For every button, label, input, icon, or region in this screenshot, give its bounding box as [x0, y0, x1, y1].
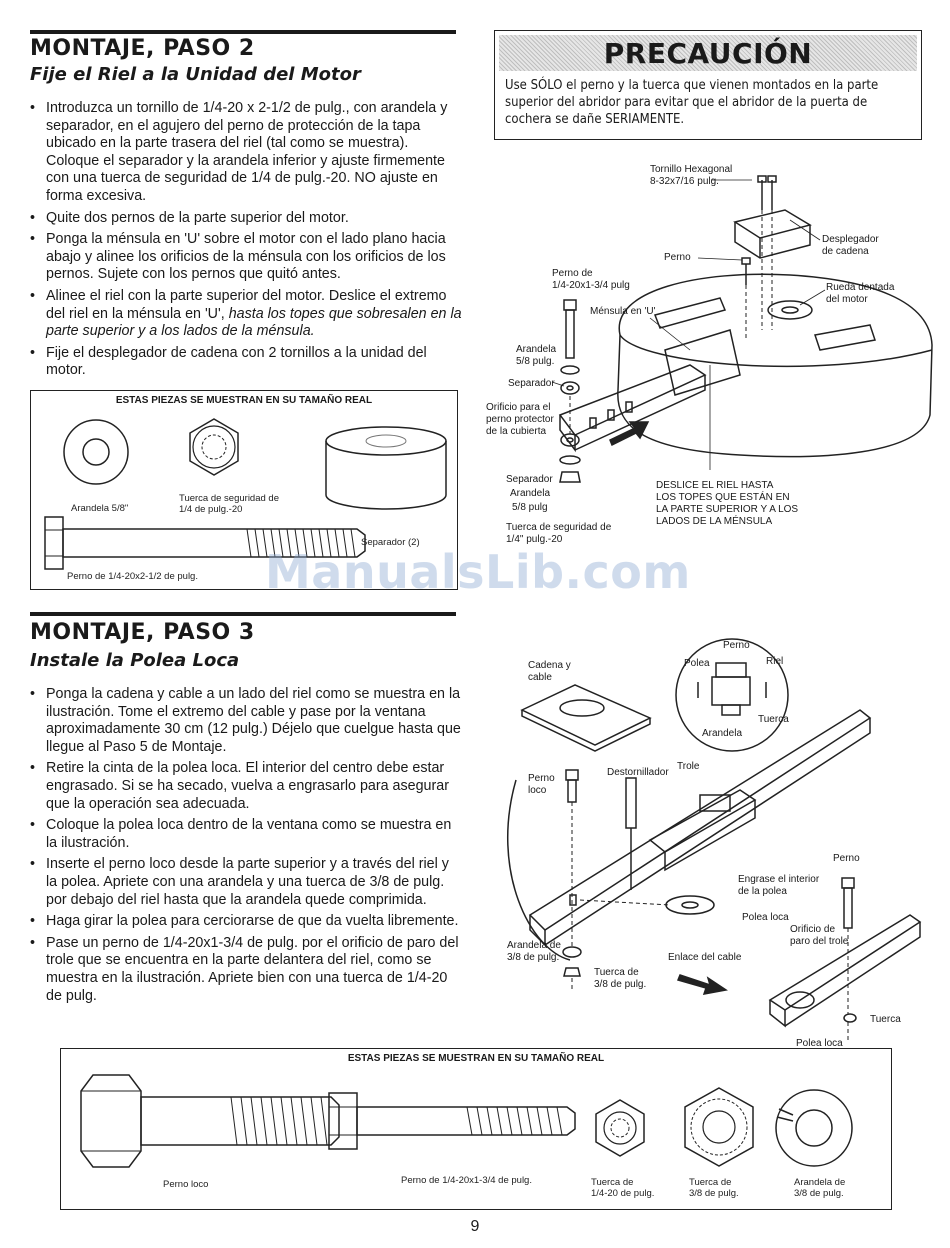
step2-parts-box: ESTAS PIEZAS SE MUESTRAN EN SU TAMAÑO RE…: [30, 390, 458, 590]
step3-bullet-5: Haga girar la polea para cerciorarse de …: [30, 913, 462, 931]
step3-rule: [30, 612, 456, 616]
bolt-1-75-icon: [328, 1092, 576, 1150]
rail-motor-assembly-diagram: [551, 175, 933, 483]
label-bolt: Perno: [664, 252, 691, 263]
label-tuerca-detail: Tuerca: [758, 714, 789, 725]
label-spacer-top: Separador: [508, 378, 555, 389]
label-grease: Engrase el interior de la polea: [738, 874, 820, 897]
bolt-2-5-icon: [44, 516, 366, 570]
step2-bullet-1: Introduzca un tornillo de 1/4-20 x 2-1/2…: [30, 100, 462, 206]
label-arandela-detail: Arandela: [702, 728, 743, 739]
step2-subtitle: Fije el Riel a la Unidad del Motor: [30, 64, 361, 85]
nut-38-icon: [684, 1087, 754, 1167]
label-washer: Arandela 5/8 pulg.: [516, 344, 557, 367]
label-polea-loca: Polea loca: [742, 912, 789, 923]
label-perno-loco: Perno loco: [528, 773, 555, 796]
washer-58-icon: [63, 419, 129, 485]
caution-box: PRECAUCIÓN Use SÓLO el perno y la tuerca…: [494, 30, 922, 140]
nut-14-label: Tuerca de 1/4-20 de pulg.: [591, 1177, 655, 1199]
step3-bullet-4: Inserte el perno loco desde la parte sup…: [30, 856, 462, 909]
step2-bullet-2: Quite dos pernos de la parte superior de…: [30, 210, 462, 228]
label-hex-screw: Tornillo Hexagonal 8-32x7/16 pulg.: [650, 164, 733, 187]
watermark: ManualsLib.com: [265, 545, 691, 599]
spacer-label: Separador (2): [361, 537, 420, 548]
step2-rule: [30, 30, 456, 34]
step3-bullet-6: Pase un perno de 1/4-20x1-3/4 de pulg. p…: [30, 935, 462, 1005]
step2-bullet-4: Alinee el riel con la parte superior del…: [30, 288, 462, 341]
step3-title: MONTAJE, PASO 3: [30, 620, 255, 645]
idler-bolt-label: Perno loco: [163, 1179, 209, 1190]
label-slide-note: DESLICE EL RIEL HASTA LOS TOPES QUE ESTÁ…: [656, 480, 799, 527]
page-number: 9: [470, 1218, 480, 1235]
step3-instructions: Ponga la cadena y cable a un lado del ri…: [30, 686, 462, 1009]
label-perno-detail: Perno: [723, 640, 750, 651]
caution-text: Use SÓLO el perno y la tuerca que vienen…: [505, 78, 879, 127]
step2-bullet-5: Fije el desplegador de cadena con 2 torn…: [30, 345, 462, 380]
label-spacer-bottom: Separador: [506, 474, 553, 485]
step2-bullet-3: Ponga la ménsula en 'U' sobre el motor c…: [30, 231, 462, 284]
label-polea-detail: Polea: [684, 658, 710, 669]
step2-bullet-4-text: Alinee el riel con la parte superior del…: [46, 287, 447, 322]
label-enlace: Enlace del cable: [668, 952, 742, 963]
step3-bullet-2: Retire la cinta de la polea loca. El int…: [30, 760, 462, 813]
spacer-icon: [325, 426, 447, 510]
locknut-icon: [189, 418, 239, 476]
washer-38-icon: [775, 1089, 853, 1167]
step3-bullet-3: Coloque la polea loca dentro de la venta…: [30, 817, 462, 852]
label-arandela-38: Arandela de 3/8 de pulg.: [507, 940, 561, 963]
locknut-label: Tuerca de seguridad de 1/4 de pulg.-20: [179, 493, 279, 515]
label-polea-loca-bottom: Polea loca: [796, 1038, 843, 1049]
label-u-bracket: Ménsula en 'U': [590, 306, 656, 317]
label-chain-cable: Cadena y cable: [528, 660, 571, 683]
step2-parts-heading: ESTAS PIEZAS SE MUESTRAN EN SU TAMAÑO RE…: [115, 395, 373, 406]
label-chain-spreader: Desplegador de cadena: [822, 234, 879, 257]
label-trole: Trole: [677, 761, 700, 772]
label-sprocket: Rueda dentada del motor: [826, 282, 895, 305]
label-orificio: Orificio de paro del trole: [790, 924, 849, 947]
label-washer-bottom-size: 5/8 pulg: [512, 502, 548, 513]
bolt-1-75-label: Perno de 1/4-20x1-3/4 de pulg.: [401, 1175, 532, 1186]
label-cover-hole: Orificio para el perno protector de la c…: [486, 402, 554, 437]
step2-bullet-4-italic: hasta los topes que sobresalen en la par…: [46, 305, 462, 340]
nut-38-label: Tuerca de 3/8 de pulg.: [689, 1177, 739, 1199]
idler-pulley-diagram: [507, 638, 922, 1040]
step3-bullet-1: Ponga la cadena y cable a un lado del ri…: [30, 686, 462, 756]
caution-header: PRECAUCIÓN: [499, 35, 917, 71]
nut-14-icon: [595, 1099, 645, 1157]
step2-instructions: Introduzca un tornillo de 1/4-20 x 2-1/2…: [30, 100, 462, 384]
label-riel-detail: Riel: [766, 656, 784, 667]
idler-bolt-icon: [80, 1074, 340, 1168]
label-destornillador: Destornillador: [607, 767, 669, 778]
label-tuerca-38: Tuerca de 3/8 de pulg.: [594, 967, 647, 990]
label-locknut: Tuerca de seguridad de 1/4" pulg.-20: [506, 522, 612, 545]
step2-title: MONTAJE, PASO 2: [30, 36, 255, 61]
washer-58-label: Arandela 5/8": [71, 503, 129, 514]
caution-title: PRECAUCIÓN: [603, 37, 813, 70]
label-perno-right: Perno: [833, 853, 860, 864]
label-bolt-size: Perno de 1/4-20x1-3/4 pulg: [552, 268, 630, 291]
bottom-parts-box: ESTAS PIEZAS SE MUESTRAN EN SU TAMAÑO RE…: [60, 1048, 892, 1210]
label-tuerca-right: Tuerca: [870, 1014, 901, 1025]
bolt-2-5-label: Perno de 1/4-20x2-1/2 de pulg.: [67, 571, 198, 582]
bottom-parts-heading: ESTAS PIEZAS SE MUESTRAN EN SU TAMAÑO RE…: [347, 1053, 605, 1064]
step3-subtitle: Instale la Polea Loca: [30, 650, 240, 671]
washer-38-label: Arandela de 3/8 de pulg.: [794, 1177, 846, 1199]
label-washer-bottom: Arandela: [510, 488, 551, 499]
